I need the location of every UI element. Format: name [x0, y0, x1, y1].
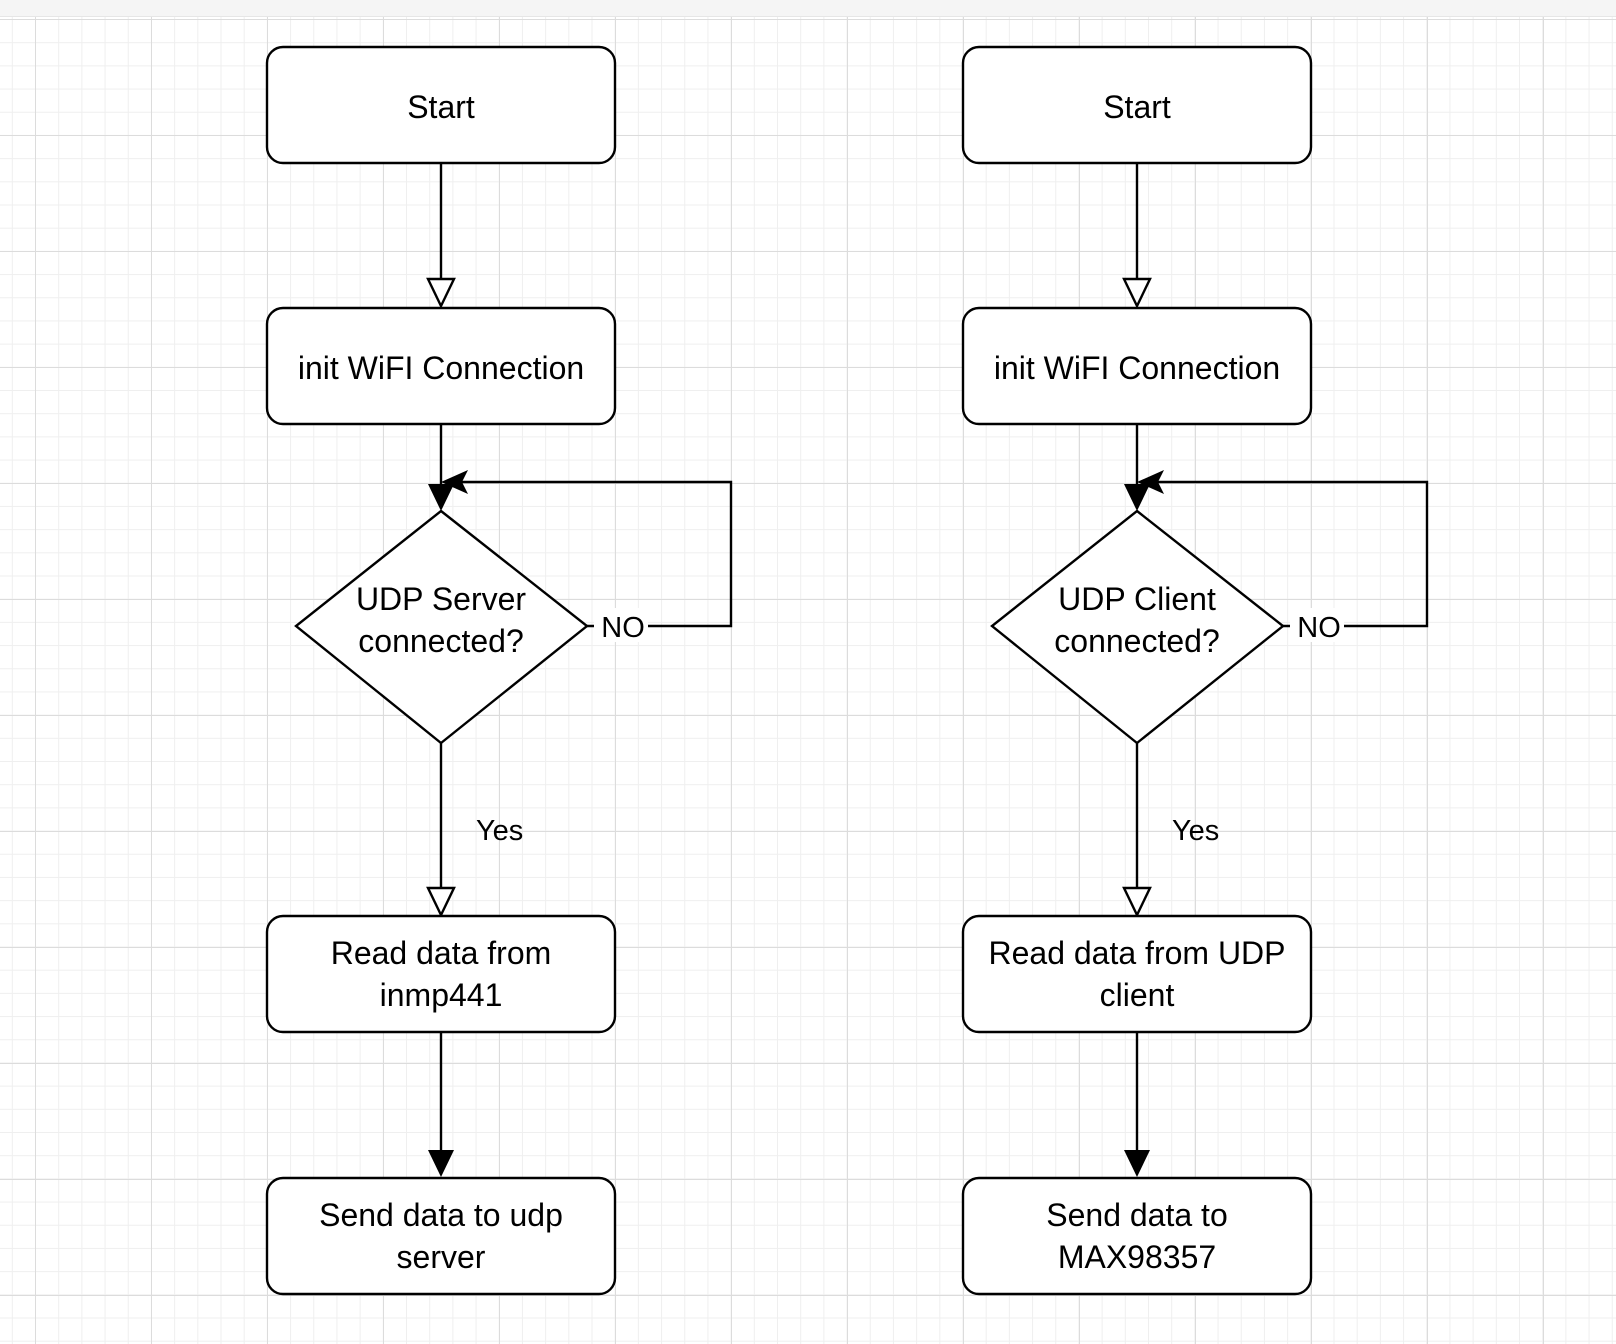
read-data-node[interactable]: Read data from UDP client	[961, 914, 1313, 1034]
read-data-label-line-1: Read data from UDP	[988, 935, 1285, 971]
start-node-label: Start	[407, 89, 475, 125]
start-node-label: Start	[1103, 89, 1171, 125]
arrowhead-icon	[1124, 484, 1150, 511]
send-data-node[interactable]: Send data to udp server	[265, 1176, 617, 1296]
edge-no-loop-right	[1148, 480, 1429, 628]
read-data-label-line-2: inmp441	[380, 977, 503, 1013]
hollow-arrowhead-icon	[426, 886, 456, 918]
init-wifi-node-label: init WiFI Connection	[298, 350, 584, 386]
init-wifi-node[interactable]: init WiFI Connection	[961, 306, 1313, 426]
decision-label-line-2: connected?	[358, 623, 523, 659]
arrowhead-icon	[441, 470, 468, 494]
udp-server-decision-node[interactable]: UDP Server connected?	[294, 509, 589, 745]
decision-no-label: NO	[1297, 612, 1341, 644]
decision-yes-label: Yes	[1172, 815, 1219, 847]
read-data-label-line-2: client	[1100, 977, 1175, 1013]
decision-yes-label: Yes	[476, 815, 523, 847]
hollow-arrowhead-icon	[1122, 886, 1152, 918]
hollow-arrowhead-icon	[1122, 277, 1152, 309]
start-node[interactable]: Start	[961, 45, 1313, 165]
arrowhead-icon	[428, 484, 454, 511]
flowchart-left: NO Yes Start init WiFI Connection UDP Se…	[265, 45, 733, 1296]
arrowhead-icon	[1137, 470, 1164, 494]
no-label-bg	[1290, 608, 1344, 642]
read-data-label-line-1: Read data from	[331, 935, 552, 971]
decision-no-label: NO	[601, 612, 645, 644]
arrowhead-icon	[1124, 1150, 1150, 1177]
send-data-label-line-1: Send data to	[1046, 1197, 1227, 1233]
decision-label-line-1: UDP Client	[1058, 581, 1216, 617]
flowchart-right: NO Yes Start init WiFI Connection UDP Cl…	[961, 45, 1429, 1296]
edge-no-loop-left	[452, 480, 733, 628]
hollow-arrowhead-icon	[426, 277, 456, 309]
top-toolbar-strip	[0, 0, 1616, 17]
send-data-node[interactable]: Send data to MAX98357	[961, 1176, 1313, 1296]
init-wifi-node[interactable]: init WiFI Connection	[265, 306, 617, 426]
read-data-node[interactable]: Read data from inmp441	[265, 914, 617, 1034]
start-node[interactable]: Start	[265, 45, 617, 165]
send-data-label-line-2: MAX98357	[1058, 1239, 1216, 1275]
send-data-label-line-1: Send data to udp	[319, 1197, 563, 1233]
decision-label-line-1: UDP Server	[356, 581, 526, 617]
init-wifi-node-label: init WiFI Connection	[994, 350, 1280, 386]
decision-label-line-2: connected?	[1054, 623, 1219, 659]
no-label-bg	[594, 608, 648, 642]
send-data-label-line-2: server	[397, 1239, 486, 1275]
udp-client-decision-node[interactable]: UDP Client connected?	[990, 509, 1285, 745]
arrowhead-icon	[428, 1150, 454, 1177]
